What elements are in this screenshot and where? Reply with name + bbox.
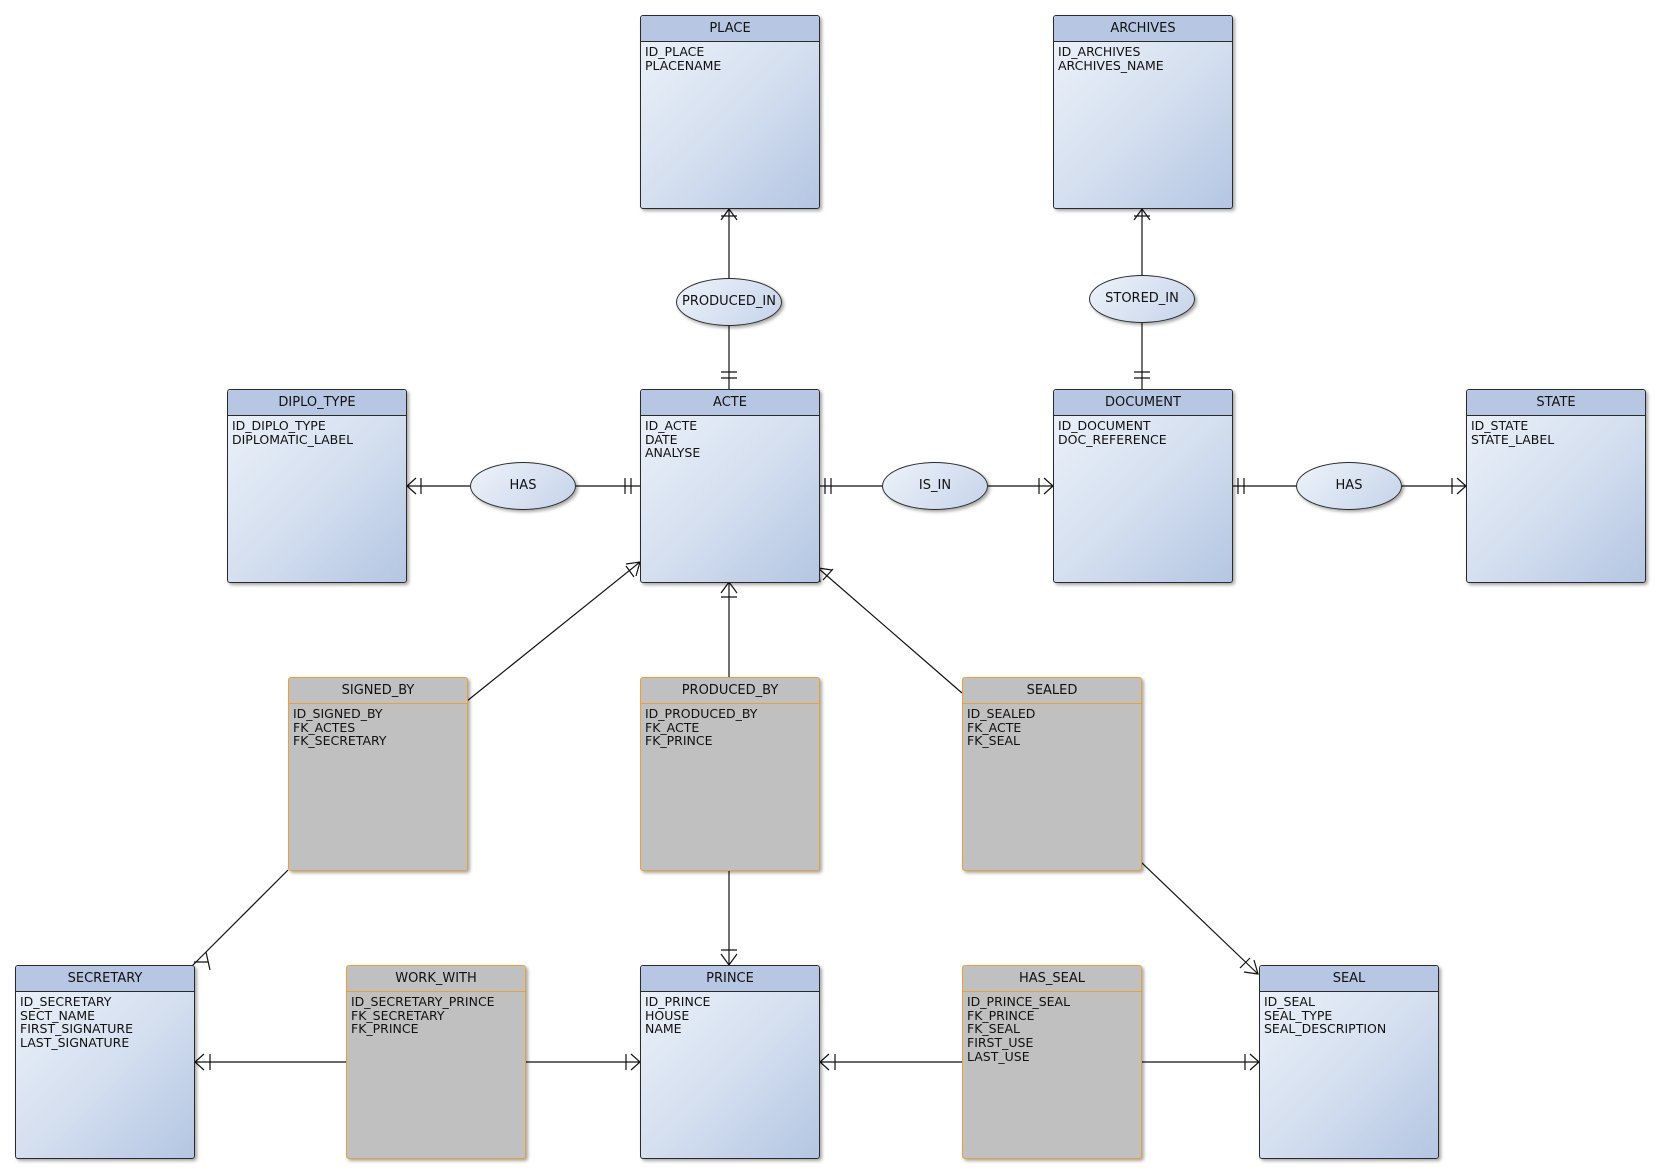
attr-id-acte: ID_ACTE [645, 418, 698, 433]
attr-fk-acte: FK_ACTE [967, 719, 1022, 735]
attr-id-place: ID_PLACE [645, 44, 705, 59]
cardinality-one-acte-top [721, 371, 737, 379]
entity-archives[interactable]: ARCHIVES ID_ARCHIVES ARCHIVES_NAME [1053, 15, 1233, 209]
crow-many-seal-top [1239, 957, 1259, 975]
cardinality-one-acte-right [824, 478, 832, 494]
attr-diplomatic-label: DIPLOMATIC_LABEL [232, 431, 354, 447]
attr-placename: PLACENAME [645, 57, 722, 73]
entity-state-title: STATE [1467, 390, 1645, 416]
entity-work-with-title: WORK_WITH [347, 966, 525, 992]
cardinality-one-document-right [1237, 478, 1245, 494]
attr-id-sealed: ID_SEALED [967, 706, 1036, 721]
entity-diplo-type[interactable]: DIPLO_TYPE ID_DIPLO_TYPE DIPLOMATIC_LABE… [227, 389, 407, 583]
attr-id-diplo-type: ID_DIPLO_TYPE [232, 418, 326, 433]
entity-has-seal-title: HAS_SEAL [963, 966, 1141, 992]
line-sealed-seal [1140, 861, 1259, 975]
attr-id-archives: ID_ARCHIVES [1058, 44, 1141, 59]
attr-fk-seal: FK_SEAL [967, 1021, 1020, 1037]
cardinality-one-acte-left [624, 478, 632, 494]
attr-state-label: STATE_LABEL [1471, 431, 1555, 447]
attr-seal-description: SEAL_DESCRIPTION [1264, 1021, 1387, 1037]
entity-seal-title: SEAL [1260, 966, 1438, 992]
attr-fk-prince: FK_PRINCE [351, 1021, 419, 1037]
crow-many-secretary-top [194, 951, 211, 971]
attr-house: HOUSE [645, 1007, 690, 1023]
attr-doc-reference: DOC_REFERENCE [1058, 431, 1167, 447]
entity-prince-title: PRINCE [641, 966, 819, 992]
attr-last-use: LAST_USE [967, 1048, 1030, 1064]
entity-place-title: PLACE [641, 16, 819, 42]
attr-name: NAME [645, 1021, 682, 1037]
crow-many-diplo [406, 477, 422, 495]
entity-sealed-title: SEALED [963, 678, 1141, 704]
attr-id-signed-by: ID_SIGNED_BY [293, 706, 383, 721]
attr-id-secretary-prince: ID_SECRETARY_PRINCE [351, 994, 495, 1009]
relationship-has-diplo-type[interactable]: HAS [470, 462, 576, 510]
entity-produced-by[interactable]: PRODUCED_BY ID_PRODUCED_BY FK_ACTE FK_PR… [640, 677, 820, 871]
attr-id-prince: ID_PRINCE [645, 994, 711, 1009]
attr-id-document: ID_DOCUMENT [1058, 418, 1151, 433]
entity-diplo-type-title: DIPLO_TYPE [228, 390, 406, 416]
entity-produced-by-title: PRODUCED_BY [641, 678, 819, 704]
attr-archives-name: ARCHIVES_NAME [1058, 57, 1164, 73]
entity-state[interactable]: STATE ID_STATE STATE_LABEL [1466, 389, 1646, 583]
relationship-has-state[interactable]: HAS [1296, 462, 1402, 510]
attr-id-seal: ID_SEAL [1264, 994, 1315, 1009]
crow-many-prince-right [819, 1053, 836, 1071]
crow-many-secretary-right [194, 1053, 211, 1071]
entity-acte-title: ACTE [641, 390, 819, 416]
attr-fk-prince: FK_PRINCE [967, 1007, 1035, 1023]
attr-date: DATE [645, 431, 678, 447]
attr-sect-name: SECT_NAME [20, 1007, 96, 1023]
entity-has-seal[interactable]: HAS_SEAL ID_PRINCE_SEAL FK_PRINCE FK_SEA… [962, 965, 1142, 1159]
entity-secretary-title: SECRETARY [16, 966, 194, 992]
crow-many-archives [1133, 207, 1151, 221]
entity-signed-by-title: SIGNED_BY [289, 678, 467, 704]
relationship-stored-in[interactable]: STORED_IN [1089, 275, 1195, 323]
attr-first-signature: FIRST_SIGNATURE [20, 1021, 133, 1037]
entity-secretary[interactable]: SECRETARY ID_SECRETARY SECT_NAME FIRST_S… [15, 965, 195, 1159]
line-signed-by-secretary [191, 869, 289, 967]
entity-sealed[interactable]: SEALED ID_SEALED FK_ACTE FK_SEAL [962, 677, 1142, 871]
entity-document[interactable]: DOCUMENT ID_DOCUMENT DOC_REFERENCE [1053, 389, 1233, 583]
attr-id-prince-seal: ID_PRINCE_SEAL [967, 994, 1071, 1009]
entity-place[interactable]: PLACE ID_PLACE PLACENAME [640, 15, 820, 209]
line-signed-by-acte [466, 561, 641, 702]
relationship-produced-in[interactable]: PRODUCED_IN [676, 278, 782, 326]
entity-archives-title: ARCHIVES [1054, 16, 1232, 42]
attr-fk-prince: FK_PRINCE [645, 733, 713, 749]
attr-id-state: ID_STATE [1471, 418, 1529, 433]
entity-signed-by[interactable]: SIGNED_BY ID_SIGNED_BY FK_ACTES FK_SECRE… [288, 677, 468, 871]
attr-fk-actes: FK_ACTES [293, 719, 356, 735]
attr-analyse: ANALYSE [645, 445, 701, 461]
attr-fk-seal: FK_SEAL [967, 733, 1020, 749]
attr-last-signature: LAST_SIGNATURE [20, 1035, 130, 1051]
attr-fk-secretary: FK_SECRETARY [351, 1007, 445, 1023]
entity-prince[interactable]: PRINCE ID_PRINCE HOUSE NAME [640, 965, 820, 1159]
attr-seal-type: SEAL_TYPE [1264, 1007, 1333, 1023]
attr-first-use: FIRST_USE [967, 1035, 1034, 1051]
attr-fk-acte: FK_ACTE [645, 719, 700, 735]
entity-seal[interactable]: SEAL ID_SEAL SEAL_TYPE SEAL_DESCRIPTION [1259, 965, 1439, 1159]
entity-acte[interactable]: ACTE ID_ACTE DATE ANALYSE [640, 389, 820, 583]
cardinality-one-document-top [1134, 371, 1150, 379]
attr-fk-secretary: FK_SECRETARY [293, 733, 387, 749]
entity-work-with[interactable]: WORK_WITH ID_SECRETARY_PRINCE FK_SECRETA… [346, 965, 526, 1159]
relationship-lines [191, 207, 1467, 1071]
crow-many-place [720, 207, 738, 221]
entity-document-title: DOCUMENT [1054, 390, 1232, 416]
attr-id-produced-by: ID_PRODUCED_BY [645, 706, 758, 721]
attr-id-secretary: ID_SECRETARY [20, 994, 112, 1009]
line-sealed-acte [817, 567, 963, 694]
relationship-is-in[interactable]: IS_IN [882, 462, 988, 510]
